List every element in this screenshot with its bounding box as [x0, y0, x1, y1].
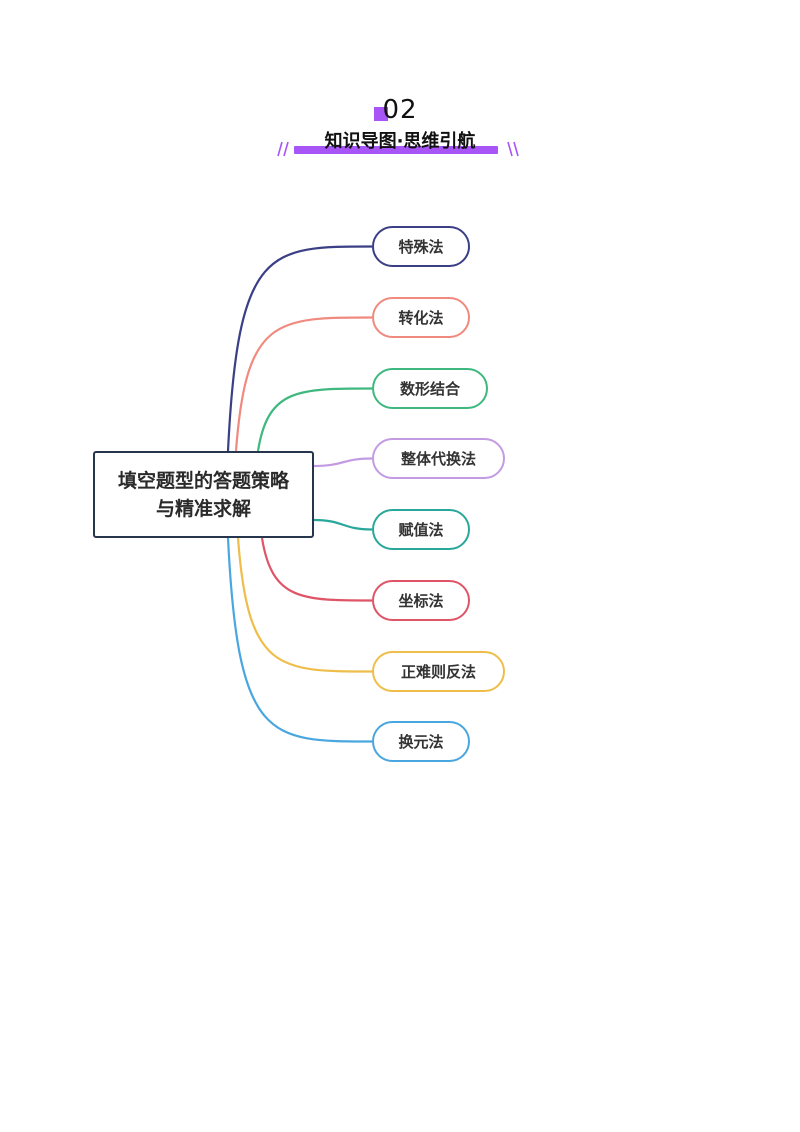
- section-title: 知识导图·思维引航: [324, 131, 476, 152]
- branch-label: 坐标法: [398, 592, 444, 610]
- connector-substitution: [226, 537, 373, 743]
- connector-coordinate: [260, 537, 373, 602]
- branch-label: 特殊法: [398, 238, 444, 256]
- branch-node-substitution: 换元法: [372, 721, 470, 762]
- section-number: 02: [382, 95, 418, 125]
- connector-shape-number: [256, 387, 373, 452]
- branch-label: 换元法: [398, 733, 444, 751]
- branch-node-special: 特殊法: [372, 226, 470, 267]
- branch-node-assign-value: 赋值法: [372, 509, 470, 550]
- mindmap-central-topic: 填空题型的答题策略与精准求解: [93, 451, 314, 538]
- branch-node-transform: 转化法: [372, 297, 470, 338]
- branch-node-shape-number: 数形结合: [372, 368, 488, 409]
- branch-label: 正难则反法: [400, 663, 476, 681]
- central-topic-label: 填空题型的答题策略与精准求解: [117, 469, 289, 520]
- branch-label: 转化法: [398, 309, 444, 327]
- right-slash-decoration: [507, 141, 519, 157]
- connector-special: [226, 245, 373, 452]
- connector-transform: [234, 316, 373, 452]
- section-header: 02 知识导图·思维引航: [0, 0, 800, 170]
- left-slash-decoration: [277, 141, 289, 157]
- branch-node-contrapositive: 正难则反法: [372, 651, 505, 692]
- connector-assign-value: [313, 518, 373, 531]
- branch-label: 数形结合: [399, 380, 460, 398]
- section-number-accent: [374, 107, 388, 121]
- connector-contrapositive: [236, 537, 373, 673]
- branch-node-coordinate: 坐标法: [372, 580, 470, 621]
- section-title-highlight: [294, 146, 498, 154]
- branch-label: 整体代换法: [400, 450, 476, 468]
- branch-node-whole-substitution: 整体代换法: [372, 438, 505, 479]
- connector-whole-substitution: [313, 457, 373, 468]
- branch-label: 赋值法: [398, 521, 444, 539]
